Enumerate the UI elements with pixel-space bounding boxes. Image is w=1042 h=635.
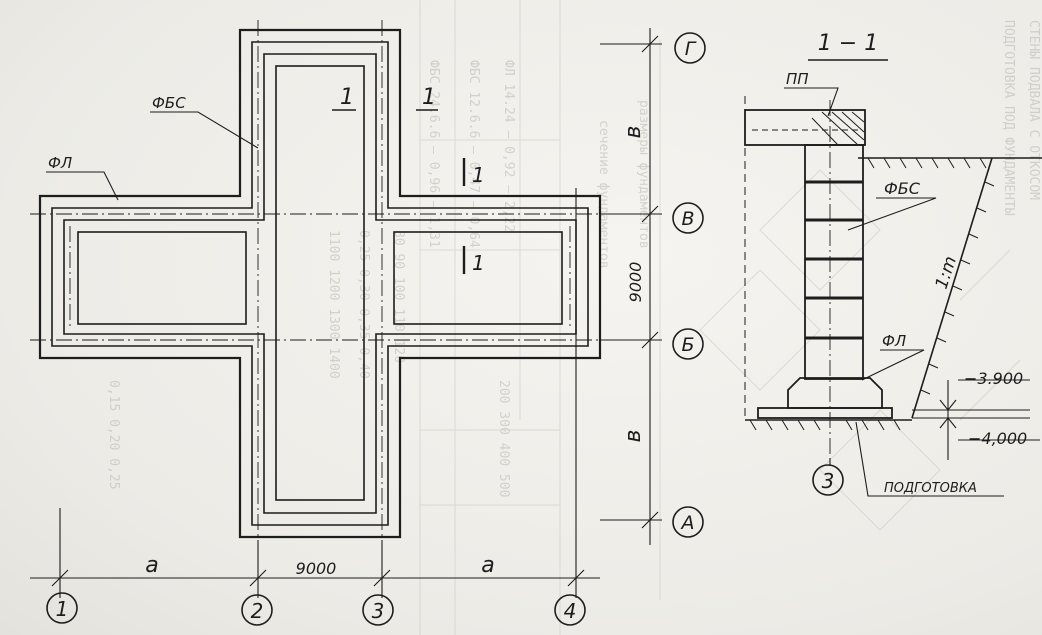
svg-text:ФЛ 14.24 — 0,92 — 2,22: ФЛ 14.24 — 0,92 — 2,22 [501,60,516,232]
dim-left: a [145,553,158,578]
svg-text:размеры фундаментов: размеры фундаментов [636,100,651,249]
axis-bubble-1: 1 [46,592,78,624]
dim-right: a [481,553,494,578]
plan-axes [30,28,662,598]
plan-label-fbs: ФБС [152,94,186,112]
svg-text:1100 1200 1300 1400: 1100 1200 1300 1400 [326,230,341,379]
section-level-2: −4,000 [968,429,1027,448]
svg-text:ПОДГОТОВКА ПОД ФУНДАМЕНТЫ: ПОДГОТОВКА ПОД ФУНДАМЕНТЫ [1001,20,1016,216]
section-label-fbs: ФБС [884,179,921,198]
axis-label-2: 2 [251,599,264,623]
axis-label-b: Б [681,334,694,356]
dim-bottom: в [621,430,646,443]
axis-label-g: Г [685,38,697,60]
dim-center-vertical: 9000 [626,262,645,303]
axis-label-1: 1 [56,597,69,621]
dim-top: в [621,126,646,139]
section-label-pp: ПП [786,70,809,88]
axis-bubble-3: 3 [362,594,394,626]
axis-label-v: В [681,208,694,230]
section-slope: 1:m [932,254,961,292]
dim-middle: 9000 [296,559,337,578]
section-base-label: ПОДГОТОВКА [884,481,977,496]
section-mark-1d: 1 [472,251,485,275]
svg-text:ФБС 12.6.6 — 0,47 — 0,64: ФБС 12.6.6 — 0,47 — 0,64 [466,60,481,248]
axis-bubble-2: 2 [241,594,273,626]
axis-label-a: А [680,512,695,534]
section-level-1: −3.900 [964,369,1023,388]
section-mark-1a: 1 [340,85,354,110]
section-axis-bubble: 3 [812,464,844,496]
axis-bubble-b: Б [672,328,704,360]
svg-text:0,15 0,20 0,25: 0,15 0,20 0,25 [106,380,121,490]
section-title: 1 − 1 [818,31,878,56]
foundation-plan [30,20,640,560]
axis-label-4: 4 [564,599,577,623]
plan-label-fl: ФЛ [48,154,72,172]
section-view [744,96,1042,460]
axis-bubble-a: А [672,506,704,538]
svg-text:ФБС 24.6.6 — 0,96 — 1,31: ФБС 24.6.6 — 0,96 — 1,31 [426,60,441,248]
section-mark-1c: 1 [472,163,485,187]
svg-text:СТЕНЫ ПОДВАЛА С ОТКОСОМ: СТЕНЫ ПОДВАЛА С ОТКОСОМ [1026,20,1041,200]
axis-label-3: 3 [372,599,385,623]
section-axis-label: 3 [822,469,835,493]
axis-bubble-v: В [672,202,704,234]
axis-bubble-g: Г [674,32,706,64]
background-bleed: ФБС 24.6.6 — 0,96 — 1,31 ФБС 12.6.6 — 0,… [106,0,1041,635]
svg-text:сечение фундаментов: сечение фундаментов [596,120,611,269]
section-label-fl: ФЛ [882,332,906,350]
svg-text:200 300 400 500: 200 300 400 500 [496,380,511,497]
section-mark-1b: 1 [422,85,436,110]
axis-bubble-4: 4 [554,594,586,626]
